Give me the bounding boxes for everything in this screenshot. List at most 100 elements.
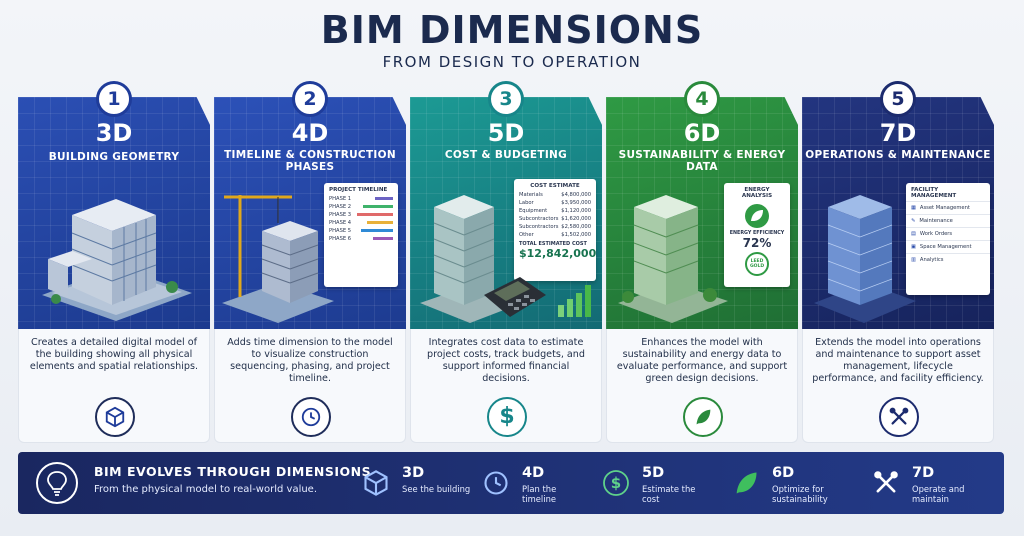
cube-icon [358,466,394,500]
energy-efficiency-label: ENERGY EFFICIENCY [729,231,785,236]
leed-gold-badge: LEED GOLD [745,252,769,276]
green-building-illustration [618,195,728,323]
cost-estimate-title: COST ESTIMATE [530,183,580,189]
banner-item-dimension: 7D [912,465,935,481]
building-cost-illustration [420,195,522,323]
dimension-label: 7D [879,119,917,147]
timeline-title: PROJECT TIMELINE [329,187,388,193]
dimension-heading: COST & BUDGETING [444,149,568,161]
banner-item-text: Plan the timeline [522,484,557,504]
card-description-box: Creates a detailed digital model of the … [18,329,210,443]
leaf-icon [728,466,764,500]
card-description: Creates a detailed digital model of the … [29,337,199,372]
growth-bars-icon [558,285,591,317]
dimension-heading: SUSTAINABILITY & ENERGY DATA [618,149,786,173]
wrench-icon [879,397,919,437]
clock-icon [478,466,514,500]
facility-menu-item: ▥Analytics [906,253,990,266]
banner-item-dimension: 5D [642,465,665,481]
banner-item-text: Estimate the cost [642,484,696,504]
step-number-badge: 4 [684,81,720,117]
card-description: Integrates cost data to estimate project… [427,337,585,384]
banner-item-text: See the building [402,484,471,494]
card-description: Extends the model into operations and ma… [812,337,984,384]
cost-row: Subcontractors$1,620,000 [519,216,591,222]
banner-title: BIM EVOLVES THROUGH DIMENSIONS [94,464,372,479]
dimension-heading: BUILDING GEOMETRY [48,151,180,163]
card-description-box: Adds time dimension to the model to visu… [214,329,406,443]
energy-analysis-title: ENERGY ANALYSIS [741,187,773,199]
facility-menu-item: ▤Work Orders [906,227,990,240]
step-number-badge: 3 [488,81,524,117]
cost-row: Other$1,502,000 [519,232,591,238]
leaf-icon [745,204,769,228]
timeline-row: PHASE 2 [324,203,398,211]
dimension-label: 6D [683,119,721,147]
total-cost-value: $12,842,000 [519,247,597,260]
page-title: BIM DIMENSIONS [320,8,704,52]
card-panel: 5D COST & BUDGETING COST ESTIMATE Materi… [410,97,602,329]
tools-icon [868,466,904,500]
cube-icon [95,397,135,437]
cost-row: Equipment$1,120,000 [519,208,591,214]
calculator-icon [484,277,546,317]
facility-management-panel: FACILITY MANAGEMENT ▦Asset Management ✎M… [906,183,990,295]
summary-banner: BIM EVOLVES THROUGH DIMENSIONS From the … [18,452,1004,514]
step-number-badge: 5 [880,81,916,117]
card-3d: 1 3D BUILDING GEOMETRY Creates a detaile… [18,81,210,443]
dollar-icon: $ [598,466,634,500]
cost-row: Materials$4,800,000 [519,192,591,198]
card-description-box: Enhances the model with sustainability a… [606,329,798,443]
banner-item-text: Optimize for sustainability [772,484,828,504]
banner-item-dimension: 4D [522,465,545,481]
building-geometry-illustration [42,199,192,321]
facility-menu-item: ✎Maintenance [906,214,990,227]
timeline-row: PHASE 3 [324,211,398,219]
timeline-row: PHASE 6 [324,235,398,243]
clock-icon [291,397,331,437]
banner-item-text: Operate and maintain [912,484,965,504]
dimension-heading: TIMELINE & CONSTRUCTION PHASES [224,149,396,173]
project-timeline-panel: PROJECT TIMELINE PHASE 1 PHASE 2 PHASE 3… [324,183,398,287]
total-cost-label: TOTAL ESTIMATED COST [519,241,587,247]
card-panel: 7D OPERATIONS & MAINTENANCE FACILITY MAN… [802,97,994,329]
card-description: Adds time dimension to the model to visu… [227,337,393,384]
banner-subtitle: From the physical model to real-world va… [94,484,318,495]
card-panel: 4D TIMELINE & CONSTRUCTION PHASES PROJEC… [214,97,406,329]
facility-menu-item: ▣Space Management [906,240,990,253]
leaf-icon [683,397,723,437]
card-description-box: Extends the model into operations and ma… [802,329,994,443]
banner-item-dimension: 6D [772,465,795,481]
timeline-row: PHASE 5 [324,227,398,235]
card-4d: 2 4D TIMELINE & CONSTRUCTION PHASES PROJ… [214,81,406,443]
dollar-icon: $ [487,397,527,437]
dimension-label: 4D [291,119,329,147]
operations-building-illustration [814,195,916,323]
dimension-label: 3D [95,119,133,147]
page-subtitle: FROM DESIGN TO OPERATION [382,53,642,71]
card-panel: 6D SUSTAINABILITY & ENERGY DATA ENERGY A… [606,97,798,329]
card-7d: 5 7D OPERATIONS & MAINTENANCE FACILITY M… [802,81,994,443]
lightbulb-icon [36,462,78,504]
timeline-row: PHASE 4 [324,219,398,227]
step-number-badge: 2 [292,81,328,117]
cost-estimate-panel: COST ESTIMATE Materials$4,800,000 Labor$… [514,179,596,281]
card-description: Enhances the model with sustainability a… [616,337,788,384]
timeline-row: PHASE 1 [324,195,398,203]
card-5d: 3 5D COST & BUDGETING COST ESTIMATE Mate… [410,81,602,443]
cost-row: Subcontractors$2,580,000 [519,224,591,230]
card-description-box: Integrates cost data to estimate project… [410,329,602,443]
facility-menu-item: ▦Asset Management [906,201,990,214]
card-panel: 3D BUILDING GEOMETRY [18,97,210,329]
energy-efficiency-value: 72% [742,236,772,250]
facility-management-title: FACILITY MANAGEMENT [911,187,957,199]
cost-row: Labor$3,950,000 [519,200,591,206]
dimension-heading: OPERATIONS & MAINTENANCE [805,149,991,161]
svg-text:$: $ [611,474,621,492]
banner-item-dimension: 3D [402,465,425,481]
step-number-badge: 1 [96,81,132,117]
construction-crane-illustration [222,195,334,323]
card-6d: 4 6D SUSTAINABILITY & ENERGY DATA ENERGY… [606,81,798,443]
dimension-label: 5D [487,119,525,147]
energy-analysis-panel: ENERGY ANALYSIS ENERGY EFFICIENCY 72% LE… [724,183,790,287]
